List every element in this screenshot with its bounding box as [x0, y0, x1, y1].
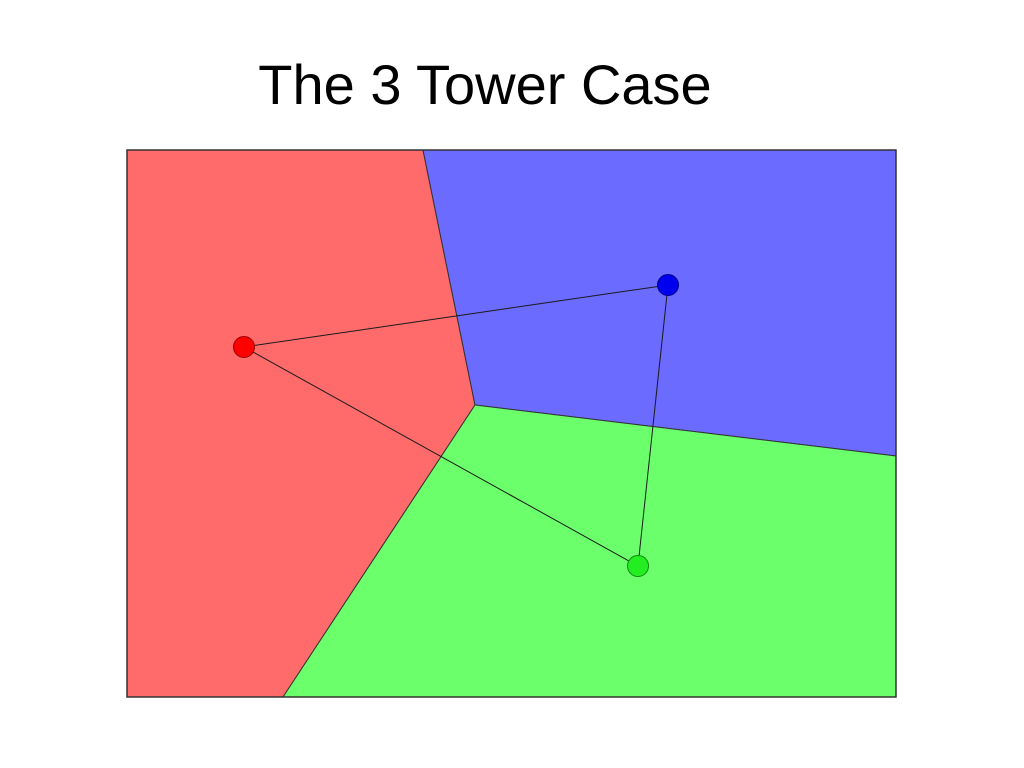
connection-red-blue [243, 284, 669, 348]
green-tower [627, 555, 649, 577]
blue-tower [657, 274, 679, 296]
connection-blue-green [637, 284, 669, 567]
map-border [126, 149, 897, 698]
slide-title: The 3 Tower Case [258, 53, 712, 116]
connection-green-red [243, 346, 639, 567]
red-tower [233, 336, 255, 358]
